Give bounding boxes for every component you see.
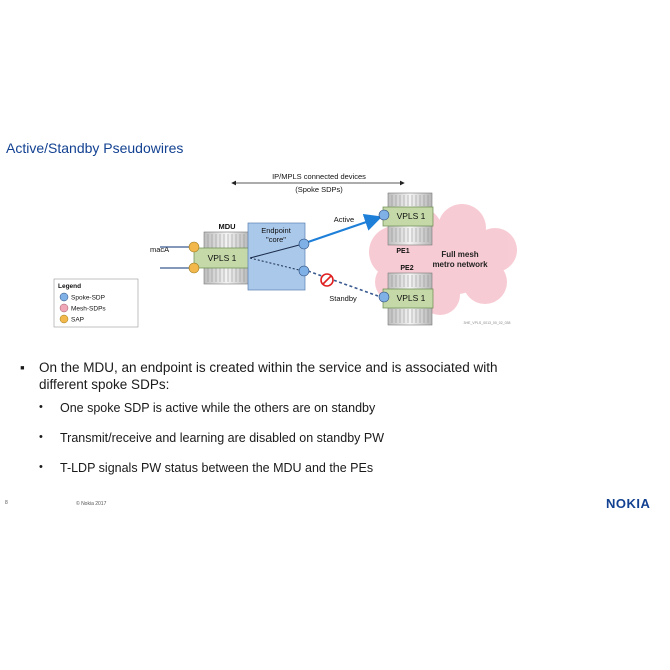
pe2-device — [382, 272, 434, 326]
sap-circle-1 — [188, 241, 200, 253]
header-line2: (Spoke SDPs) — [295, 185, 343, 194]
mdu-device — [193, 231, 251, 285]
main-bullet-marker: ▪ — [20, 360, 25, 375]
legend-spoke-icon — [59, 292, 69, 302]
nokia-logo: NOKIA — [606, 496, 651, 511]
legend-item-spoke: Spoke-SDP — [71, 295, 105, 302]
mac-label: macA — [150, 245, 169, 254]
sap-circle-2 — [188, 262, 200, 274]
pe1-label: PE1 — [396, 248, 409, 255]
endpoint-label-line2: "core" — [266, 235, 286, 244]
sub-bullet-3-text: T-LDP signals PW status between the MDU … — [60, 461, 374, 475]
header-line1: IP/MPLS connected devices — [272, 172, 366, 181]
pe2-spoke-circle — [378, 291, 390, 303]
cloud-label-line1: Full mesh — [441, 250, 478, 259]
blocked-icon — [320, 273, 334, 287]
endpoint-label-line1: Endpoint — [261, 226, 292, 235]
legend-item-sap: SAP — [71, 317, 84, 324]
legend: Legend Spoke-SDP Mesh-SDPs SAP — [53, 278, 139, 328]
copyright: © Nokia 2017 — [76, 501, 107, 507]
pe1-vpls-label: VPLS 1 — [397, 211, 426, 221]
pe2-vpls-label: VPLS 1 — [397, 293, 426, 303]
slide-title: Active/Standby Pseudowires — [6, 140, 184, 156]
active-label: Active — [334, 215, 354, 224]
legend-sap-icon — [59, 314, 69, 324]
pe1-device — [382, 192, 434, 246]
mdu-vpls-label: VPLS 1 — [208, 253, 237, 263]
active-arrow — [307, 213, 383, 244]
figure-id: 3HE_VPLS_0013_00_02_038 — [464, 321, 511, 325]
legend-title: Legend — [58, 283, 81, 290]
internal-active-line — [249, 243, 304, 259]
sub-bullet-2-text: Transmit/receive and learning are disabl… — [60, 431, 385, 445]
main-bullet-line2: different spoke SDPs: — [39, 377, 170, 392]
standby-line — [307, 270, 379, 297]
legend-item-mesh: Mesh-SDPs — [71, 306, 106, 313]
legend-mesh-icon — [59, 303, 69, 313]
pe1-spoke-circle — [378, 209, 390, 221]
cloud-label-line2: metro network — [432, 260, 488, 269]
main-bullet-line1: On the MDU, an endpoint is created withi… — [39, 360, 498, 375]
endpoint-spoke-standby — [298, 265, 310, 277]
pe2-label: PE2 — [400, 265, 413, 272]
mdu-label: MDU — [218, 222, 235, 231]
standby-label: Standby — [329, 294, 357, 303]
sub-bullet-1-text: One spoke SDP is active while the others… — [60, 401, 376, 415]
endpoint-spoke-active — [298, 238, 310, 250]
internal-standby-line — [249, 257, 304, 272]
page-number: 8 — [5, 500, 8, 506]
